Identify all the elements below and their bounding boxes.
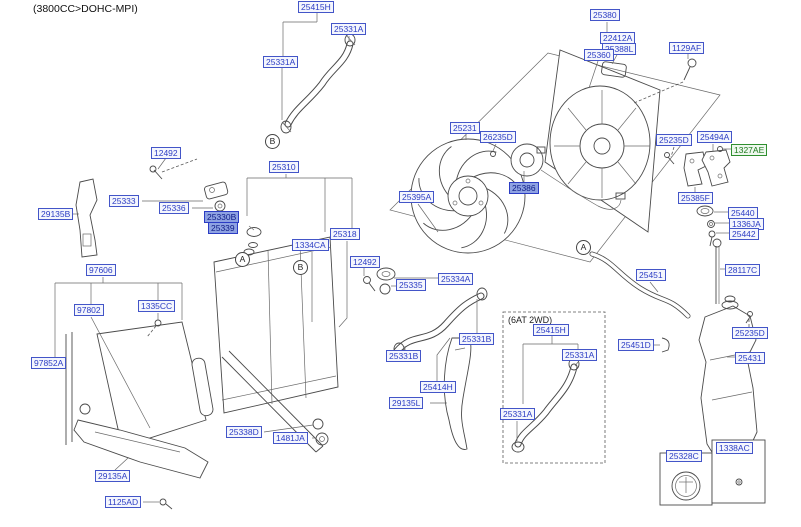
part-label-25451D[interactable]: 25451D: [618, 339, 654, 351]
part-label-12492-2[interactable]: 12492: [350, 256, 380, 268]
part-label-25318[interactable]: 25318: [330, 228, 360, 240]
part-label-25310[interactable]: 25310: [269, 161, 299, 173]
part-label-25331A-6at[interactable]: 25331A: [562, 349, 598, 361]
part-label-12492[interactable]: 12492: [151, 147, 181, 159]
part-label-25360[interactable]: 25360: [584, 49, 614, 61]
front-shield-drawing: [73, 419, 209, 510]
transmission-variant-note: (6AT 2WD): [508, 315, 553, 325]
part-label-25235D[interactable]: 25235D: [656, 134, 692, 146]
fan-motor-drawing: [490, 143, 626, 210]
part-label-1327AE-green[interactable]: 1327AE: [731, 144, 768, 156]
part-label-25442[interactable]: 25442: [729, 228, 759, 240]
part-label-29135L[interactable]: 29135L: [389, 397, 424, 409]
part-label-25451[interactable]: 25451: [636, 269, 666, 281]
part-label-25395A[interactable]: 25395A: [399, 191, 435, 203]
part-label-25331B-2[interactable]: 25331B: [386, 350, 422, 362]
part-label-97606[interactable]: 97606: [86, 264, 116, 276]
part-label-25431[interactable]: 25431: [735, 352, 765, 364]
upper-hose-drawing: [280, 33, 356, 134]
fan-group-outline: [389, 52, 721, 263]
part-label-26235D[interactable]: 26235D: [480, 131, 516, 143]
part-label-1129AF[interactable]: 1129AF: [669, 42, 705, 54]
part-label-25331A[interactable]: 25331A: [331, 23, 367, 35]
part-label-25338D[interactable]: 25338D: [226, 426, 262, 438]
part-label-25415H[interactable]: 25415H: [298, 1, 334, 13]
part-label-25380[interactable]: 25380: [590, 9, 620, 21]
part-label-1125AD[interactable]: 1125AD: [105, 496, 142, 508]
reservoir-drawing: [589, 205, 758, 463]
part-label-29135B[interactable]: 29135B: [38, 208, 74, 220]
part-label-25231[interactable]: 25231: [450, 122, 480, 134]
ref-marker-B: B: [265, 134, 280, 149]
part-label-25386-highlighted[interactable]: 25386: [509, 182, 539, 194]
part-label-28117C[interactable]: 28117C: [725, 264, 761, 276]
part-label-25331A-6at-2[interactable]: 25331A: [500, 408, 536, 420]
left-air-guard-drawing: [75, 178, 98, 258]
part-label-25235D-2[interactable]: 25235D: [732, 327, 768, 339]
part-label-25331B[interactable]: 25331B: [459, 333, 495, 345]
part-label-1335CC[interactable]: 1335CC: [138, 300, 176, 312]
ref-marker-A: A: [235, 252, 250, 267]
part-label-1334CA[interactable]: 1334CA: [292, 239, 329, 251]
mounting-bracket-drawing: [633, 58, 731, 187]
part-label-25331A-2[interactable]: 25331A: [263, 56, 299, 68]
part-label-25335[interactable]: 25335: [396, 279, 426, 291]
part-label-25494A[interactable]: 25494A: [697, 131, 733, 143]
radiator-drawing: [149, 158, 339, 453]
part-label-25328C[interactable]: 25328C: [666, 450, 702, 462]
part-label-25415H-6at[interactable]: 25415H: [533, 324, 569, 336]
part-label-29135A[interactable]: 29135A: [95, 470, 131, 482]
leader-lines: [54, 13, 750, 503]
engine-variant-note: (3800CC>DOHC-MPI): [33, 3, 138, 15]
right-air-guard-drawing: [443, 337, 472, 450]
part-label-97852A[interactable]: 97852A: [31, 357, 67, 369]
part-label-1481JA[interactable]: 1481JA: [273, 432, 308, 444]
part-label-97802[interactable]: 97802: [74, 304, 104, 316]
ref-marker-A-2: A: [576, 240, 591, 255]
part-label-25385F[interactable]: 25385F: [678, 192, 713, 204]
part-label-25333[interactable]: 25333: [109, 195, 139, 207]
part-label-25336[interactable]: 25336: [159, 202, 189, 214]
part-label-25334A[interactable]: 25334A: [438, 273, 474, 285]
ref-marker-B-2: B: [293, 260, 308, 275]
part-label-1338AC[interactable]: 1338AC: [716, 442, 753, 454]
fan-shroud-drawing: [544, 49, 661, 233]
filler-parts-drawing: [363, 267, 396, 295]
part-label-25414H[interactable]: 25414H: [420, 381, 456, 393]
lower-hose-drawing: [393, 287, 488, 356]
condenser-drawing: [65, 319, 214, 448]
part-label-25339-highlighted[interactable]: 25339: [208, 222, 238, 234]
